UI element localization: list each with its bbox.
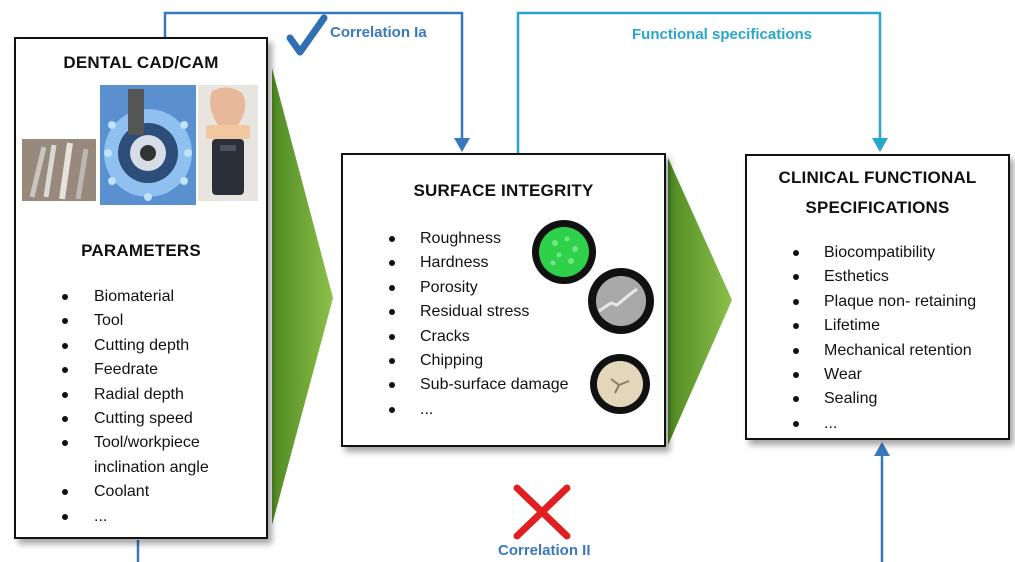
list-item: Cracks bbox=[389, 325, 589, 349]
list-item: ... bbox=[389, 398, 589, 422]
list-item: Sub-surface damage bbox=[389, 373, 589, 397]
cross-icon bbox=[513, 484, 571, 540]
clinical-title-line1: CLINICAL FUNCTIONAL bbox=[778, 168, 977, 187]
milling-tools-image bbox=[22, 139, 96, 201]
roughness-micrograph bbox=[532, 220, 596, 284]
list-item: Hardness bbox=[389, 251, 589, 275]
tooth-holder-image bbox=[198, 85, 258, 201]
list-item: Chipping bbox=[389, 349, 589, 373]
list-item: Cutting depth bbox=[62, 334, 262, 358]
crack-micrograph bbox=[588, 268, 654, 334]
surface-integrity-title: SURFACE INTEGRITY bbox=[413, 181, 594, 200]
cad-cam-title: DENTAL CAD/CAM bbox=[63, 53, 219, 72]
functional-specs-arrowhead bbox=[872, 138, 888, 152]
functional-specs-label: Functional specifications bbox=[632, 26, 813, 43]
list-item: Lifetime bbox=[793, 314, 1003, 338]
list-item: Residual stress bbox=[389, 300, 589, 324]
list-item: Mechanical retention bbox=[793, 339, 1003, 363]
surface-integrity-box: SURFACE INTEGRITY Roughness Hardness Por… bbox=[341, 153, 666, 447]
list-item: Esthetics bbox=[793, 265, 1003, 289]
list-item: Radial depth bbox=[62, 383, 262, 407]
correlation-1a-line bbox=[163, 11, 464, 140]
clinical-specs-list: Biocompatibility Esthetics Plaque non- r… bbox=[793, 241, 1003, 436]
list-item: Sealing bbox=[793, 387, 1003, 411]
list-item: Biocompatibility bbox=[793, 241, 1003, 265]
list-item: ... bbox=[793, 412, 1003, 436]
correlation-2-label: Correlation II bbox=[498, 542, 591, 559]
subsurface-micrograph bbox=[590, 354, 650, 414]
list-item: Tool bbox=[62, 309, 262, 333]
list-item: Porosity bbox=[389, 276, 589, 300]
surface-integrity-list: Roughness Hardness Porosity Residual str… bbox=[389, 227, 589, 422]
correlation-1a-label: Correlation Ia bbox=[330, 24, 427, 41]
cad-cam-box: DENTAL CAD/CAM PARAMETERS Biomateria bbox=[14, 37, 268, 539]
clinical-specs-box: CLINICAL FUNCTIONAL SPECIFICATIONS Bioco… bbox=[745, 154, 1010, 440]
list-item: Tool/workpiece inclination angle bbox=[62, 431, 229, 480]
list-item: Feedrate bbox=[62, 358, 262, 382]
correlation-2-arrowhead bbox=[874, 442, 890, 456]
check-icon bbox=[286, 14, 328, 56]
flow-arrow-2 bbox=[668, 158, 732, 445]
correlation-1a-arrowhead bbox=[454, 138, 470, 152]
list-item: Cutting speed bbox=[62, 407, 262, 431]
list-item: Plaque non- retaining bbox=[793, 290, 1003, 314]
milling-machine-image bbox=[100, 85, 196, 205]
list-item: ... bbox=[62, 505, 262, 529]
flow-arrow-1 bbox=[272, 68, 333, 525]
parameters-list: Biomaterial Tool Cutting depth Feedrate … bbox=[62, 285, 262, 529]
clinical-title-line2: SPECIFICATIONS bbox=[805, 198, 950, 217]
list-item: Coolant bbox=[62, 480, 262, 504]
parameters-title: PARAMETERS bbox=[81, 241, 201, 260]
functional-specs-line bbox=[516, 11, 882, 154]
list-item: Biomaterial bbox=[62, 285, 262, 309]
list-item: Wear bbox=[793, 363, 1003, 387]
list-item: Roughness bbox=[389, 227, 589, 251]
